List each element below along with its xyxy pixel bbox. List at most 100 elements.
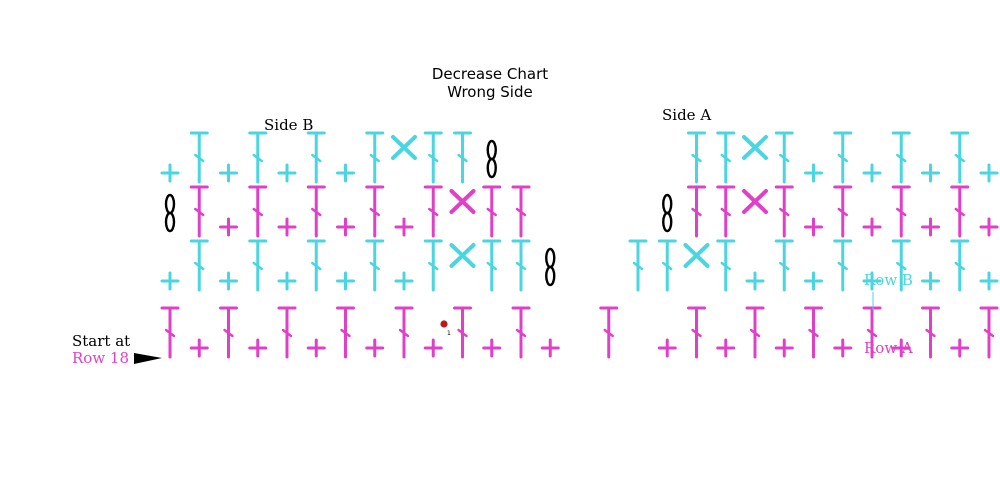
row-b-top-stitch-24 — [862, 163, 882, 183]
row-a-middle-stitch-10 — [449, 189, 476, 214]
row-a-middle-stitch-19 — [716, 185, 736, 238]
row-a-middle-stitch-4 — [277, 217, 297, 237]
row-b-lower-stitch-5 — [306, 239, 326, 292]
row-b-top-stitch-9 — [423, 131, 443, 184]
row-a-bottom-stitch-1 — [189, 338, 209, 358]
row-a-bottom-stitch-8 — [394, 306, 414, 359]
row-b-lower-stitch-23 — [833, 239, 853, 292]
row-a-bottom-stitch-19 — [716, 338, 736, 358]
row-b-top-stitch-18 — [687, 131, 706, 184]
row-a-bottom-stitch-24 — [862, 306, 882, 359]
row-a-middle-stitch-27 — [950, 185, 970, 238]
row-b-lower-stitch-1 — [189, 239, 209, 292]
row-b-lower-stitch-16 — [628, 239, 648, 292]
row-b-top-stitch-19 — [716, 131, 736, 184]
row-b-lower-stitch-27 — [950, 239, 970, 292]
row-a-bottom-stitch-0 — [160, 306, 180, 359]
row-b-lower-stitch-24 — [862, 271, 882, 291]
row-b-top-stitch-26 — [921, 163, 940, 183]
row-a-bottom-stitch-13 — [540, 338, 560, 358]
row-b-lower-stitch-20 — [745, 271, 765, 291]
row-b-lower-stitch-0 — [160, 271, 180, 291]
row-b-lower-stitch-28 — [979, 271, 999, 291]
row-a-bottom-stitch-9 — [423, 338, 443, 358]
row-a-middle-stitch-3 — [248, 185, 268, 238]
row-a-middle-stitch-12 — [511, 185, 531, 238]
row-b-top-stitch-21 — [774, 131, 794, 184]
row-b-lower-stitch-13 — [545, 247, 556, 287]
row-b-top-stitch-27 — [950, 131, 970, 184]
start-at-label: Start at — [72, 332, 131, 350]
row-b-top-stitch-7 — [365, 131, 385, 184]
row-b-top-stitch-1 — [189, 131, 209, 184]
row-b-lower-stitch-18 — [683, 243, 710, 268]
row-b-top-stitch-11 — [486, 139, 497, 179]
row-a-middle-stitch-5 — [306, 185, 326, 238]
row-a-middle-stitch-26 — [921, 217, 940, 237]
row-a-bottom-stitch-2 — [219, 306, 238, 359]
row-a-middle-stitch-9 — [423, 185, 443, 238]
row-a-bottom-stitch-6 — [336, 306, 355, 359]
row-a-middle-stitch-23 — [833, 185, 853, 238]
row-b-top-stitch-4 — [277, 163, 297, 183]
row-a-middle-stitch-17 — [662, 193, 673, 233]
row-b-lower-stitch-22 — [804, 271, 823, 291]
row-b-lower-stitch-25 — [891, 239, 911, 292]
row-b-lower-stitch-26 — [921, 271, 940, 291]
row-a-middle-stitch-24 — [862, 217, 882, 237]
row-a-middle-stitch-7 — [365, 185, 385, 238]
row-a-middle-stitch-0 — [164, 193, 176, 233]
row-b-lower-stitch-10 — [449, 243, 476, 268]
row-b-top-stitch-10 — [453, 131, 472, 184]
row-b-lower-stitch-4 — [277, 271, 297, 291]
chart-title-line-2: Wrong Side — [447, 83, 533, 101]
chart-title-line-1: Decrease Chart — [431, 65, 549, 83]
row-a-bottom-stitch-28 — [979, 306, 999, 359]
row-b-top-stitch-28 — [979, 163, 999, 183]
row-a-middle-stitch-28 — [979, 217, 999, 237]
row-b-lower-stitch-21 — [774, 239, 794, 292]
row-b-lower-stitch-9 — [423, 239, 443, 292]
stitch-marker-dot — [440, 320, 448, 328]
row-a-bottom-stitch-7 — [365, 338, 385, 358]
row-b-top-stitch-20 — [742, 135, 768, 160]
row-b-top-stitch-3 — [248, 131, 268, 184]
row-a-bottom-stitch-17 — [657, 338, 677, 358]
row-a-middle-stitch-21 — [774, 185, 794, 238]
row-a-bottom-stitch-10 — [453, 306, 472, 359]
row-b-top-stitch-23 — [833, 131, 853, 184]
start-arrow-icon — [134, 353, 162, 364]
row-b-top-stitch-25 — [891, 131, 911, 184]
stitch-marker-number: 1 — [447, 330, 451, 337]
row-b-lower-stitch-12 — [511, 239, 531, 292]
side-a-label: Side A — [662, 106, 712, 124]
side-b-label: Side B — [264, 116, 314, 134]
row-b-top-stitch-2 — [219, 163, 238, 183]
row-a-bottom-stitch-12 — [511, 306, 531, 359]
row-b-top-stitch-0 — [160, 163, 180, 183]
row-a-middle-stitch-6 — [336, 217, 355, 237]
row-a-middle-stitch-22 — [804, 217, 823, 237]
row-a-bottom-stitch-11 — [482, 338, 502, 358]
row-a-bottom-stitch-20 — [745, 306, 765, 359]
row-b-top-stitch-22 — [804, 163, 823, 183]
row-a-bottom-stitch-25 — [891, 338, 911, 358]
row-b-top-stitch-5 — [306, 131, 326, 184]
row-b-lower-stitch-11 — [482, 239, 502, 292]
row-a-middle-stitch-8 — [394, 217, 414, 237]
row-a-middle-stitch-2 — [219, 217, 238, 237]
row-a-middle-stitch-1 — [189, 185, 209, 238]
row-a-bottom-stitch-15 — [599, 306, 619, 359]
row-a-bottom-stitch-26 — [921, 306, 940, 359]
row-a-middle-stitch-11 — [482, 185, 502, 238]
row-a-bottom-stitch-5 — [306, 338, 326, 358]
row-b-lower-stitch-19 — [716, 239, 736, 292]
row-a-bottom-stitch-27 — [950, 338, 970, 358]
row-a-bottom-stitch-23 — [833, 338, 853, 358]
row-a-middle-stitch-18 — [687, 185, 706, 238]
row-b-lower-stitch-17 — [657, 239, 677, 292]
row-a-bottom-stitch-3 — [248, 338, 268, 358]
row-a-middle-stitch-20 — [742, 189, 768, 214]
